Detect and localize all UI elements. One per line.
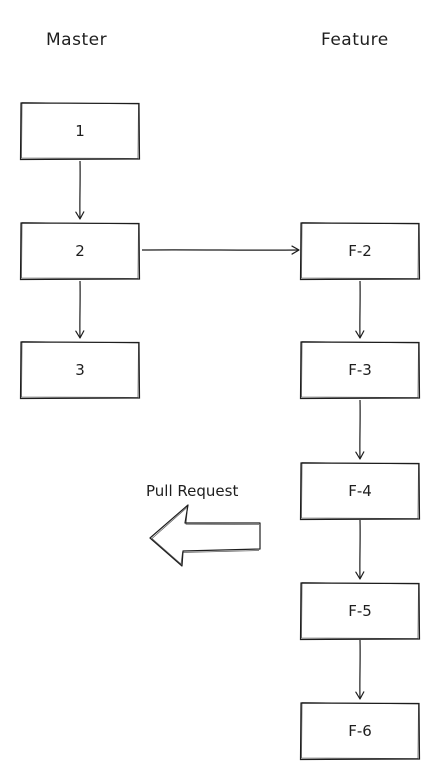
commit-label: 3 [75,361,85,379]
feature-commit-f5: F-5 [299,582,421,641]
commit-box [299,222,421,281]
master-commit-3: 3 [19,341,141,400]
commit-box [299,341,421,400]
master-lane-title: Master [46,30,108,50]
commit-label: F-2 [348,242,372,260]
commit-box [299,702,421,761]
feature-commit-f4: F-4 [299,462,421,521]
commit-label: F-5 [348,602,372,620]
commit-label: 1 [75,122,85,140]
commit-box [19,222,141,281]
master-commit-1: 1 [19,102,141,161]
commit-box [299,462,421,521]
left-arrow-icon [149,504,261,567]
feature-commit-f6: F-6 [299,702,421,761]
commit-box [19,102,141,161]
commit-box [299,582,421,641]
commit-label: F-4 [348,482,372,500]
commit-box [19,341,141,400]
commit-label: 2 [75,242,85,260]
commit-label: F-3 [348,361,372,379]
feature-commit-f2: F-2 [299,222,421,281]
pull-request-label: Pull Request [146,482,239,500]
commit-label: F-6 [348,722,372,740]
feature-lane-title: Feature [321,30,389,50]
feature-commit-f3: F-3 [299,341,421,400]
master-commit-2: 2 [19,222,141,281]
